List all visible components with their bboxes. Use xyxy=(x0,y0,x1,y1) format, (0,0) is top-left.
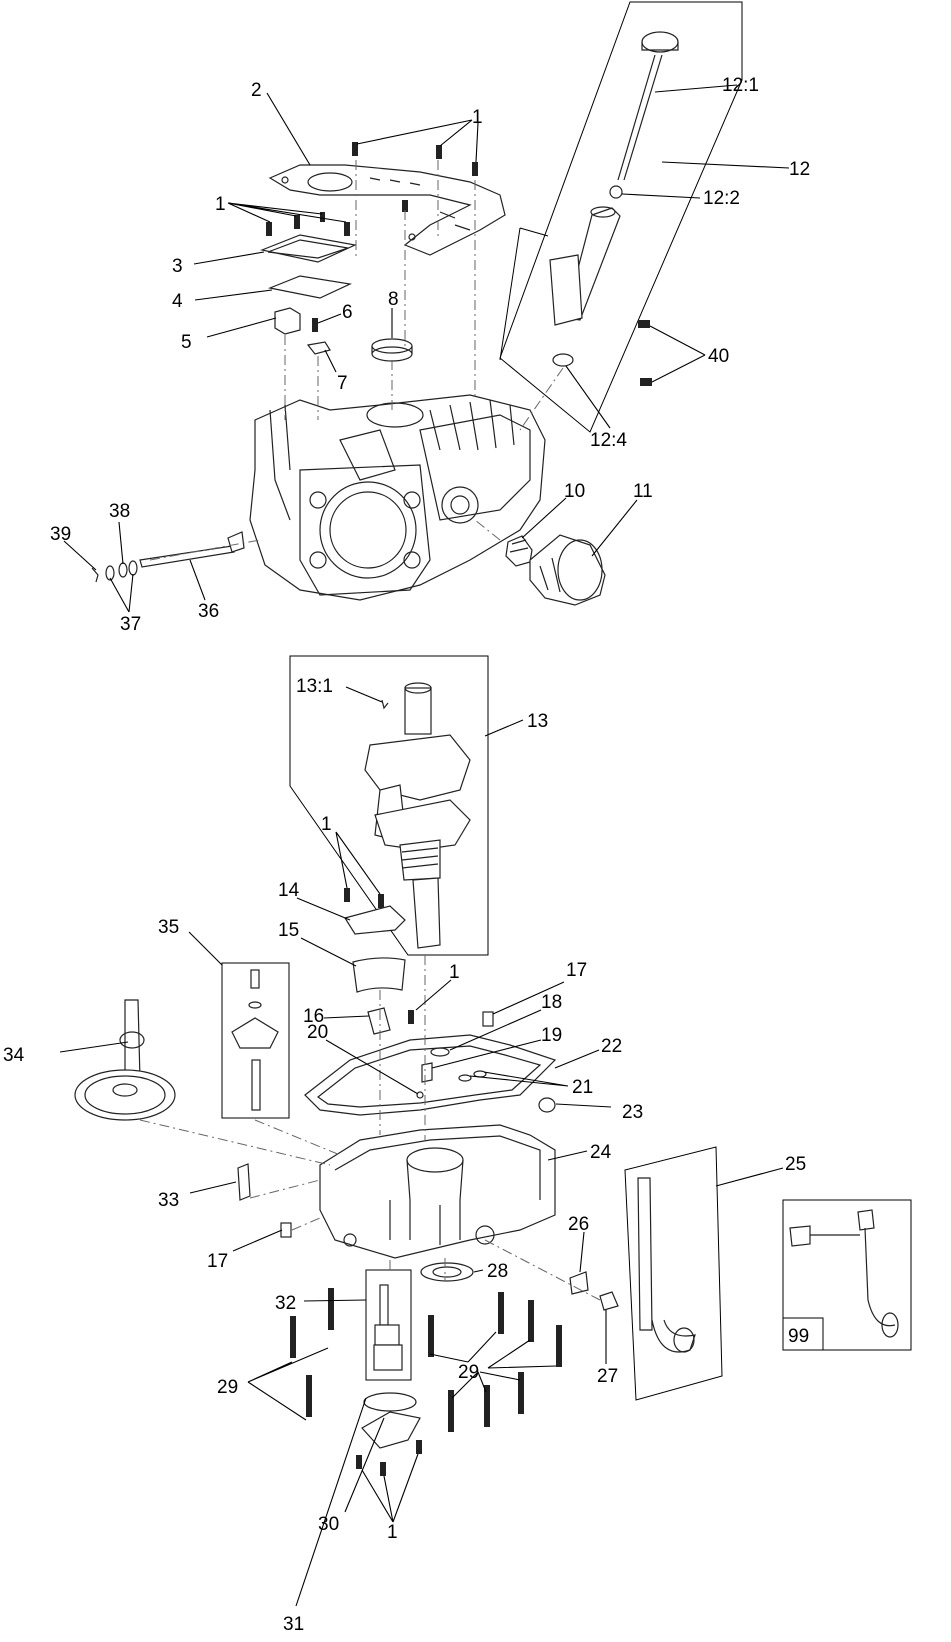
callout-99: 99 xyxy=(788,1326,809,1347)
part-18-19-20-21 xyxy=(416,1047,487,1099)
callout-1: 1 xyxy=(449,962,460,983)
part-33-part xyxy=(237,1163,251,1201)
part-11-oil-filter xyxy=(529,534,606,606)
callout-13-1: 13:1 xyxy=(296,676,333,697)
part-25-tube-box xyxy=(624,1146,723,1401)
callout-19: 19 xyxy=(541,1025,562,1046)
callout-23: 23 xyxy=(622,1102,643,1123)
callout-27: 27 xyxy=(597,1366,618,1387)
part-37-38-39-washers xyxy=(91,560,138,583)
callout-4: 4 xyxy=(172,291,183,312)
callout-37: 37 xyxy=(120,614,141,635)
part-34-camshaft xyxy=(74,999,176,1121)
callout-12-1: 12:1 xyxy=(722,75,759,96)
part-23-plug xyxy=(538,1097,556,1113)
part-35-governor-box xyxy=(221,962,290,1119)
callout-15: 15 xyxy=(278,920,299,941)
part-4-gasket xyxy=(267,275,353,299)
leader-lines xyxy=(59,84,790,1607)
part-36-shaft xyxy=(139,531,245,568)
part-32-pump-box xyxy=(365,1269,412,1381)
callout-26: 26 xyxy=(568,1214,589,1235)
part-6-screw xyxy=(312,318,318,332)
callout-36: 36 xyxy=(198,601,219,622)
callout-1: 1 xyxy=(387,1522,398,1543)
part-1-bolts-upper xyxy=(266,142,478,236)
part-99-inset-box xyxy=(782,1199,912,1351)
part-14-plate xyxy=(344,888,406,935)
callout-1: 1 xyxy=(321,814,332,835)
callout-28: 28 xyxy=(487,1261,508,1282)
callout-1: 1 xyxy=(215,194,226,215)
callout-40: 40 xyxy=(708,346,729,367)
part-17-dowel xyxy=(482,1011,494,1027)
part-3-cover xyxy=(259,234,357,263)
part-28-seal xyxy=(420,1262,474,1282)
callout-2: 2 xyxy=(251,80,262,101)
part-10-fitting xyxy=(505,535,533,567)
callout-31: 31 xyxy=(283,1614,304,1635)
assembly-lines-lower xyxy=(139,955,601,1301)
callout-20: 20 xyxy=(307,1022,328,1043)
callout-8: 8 xyxy=(388,289,399,310)
callout-21: 21 xyxy=(572,1077,593,1098)
part-27-clamp xyxy=(599,1291,619,1311)
callout-39: 39 xyxy=(50,524,71,545)
callout-17: 17 xyxy=(566,960,587,981)
callout-10: 10 xyxy=(564,481,585,502)
part-12-dipstick-box xyxy=(499,1,743,433)
part-30-plate xyxy=(356,1411,422,1476)
callout-12-4: 12:4 xyxy=(590,430,627,451)
part-16-sensor xyxy=(367,1007,414,1035)
part-31-o-ring xyxy=(363,1392,417,1412)
callout-12: 12 xyxy=(789,159,810,180)
assembly-lines-upper xyxy=(149,160,564,561)
callout-7: 7 xyxy=(337,373,348,394)
callout-1: 1 xyxy=(472,107,483,128)
callout-33: 33 xyxy=(158,1190,179,1211)
callout-35: 35 xyxy=(158,917,179,938)
callout-17: 17 xyxy=(207,1251,228,1272)
callout-16: 16 xyxy=(303,1006,324,1027)
callout-12-2: 12:2 xyxy=(703,188,740,209)
callout-34: 34 xyxy=(3,1045,25,1066)
callout-6: 6 xyxy=(342,302,353,323)
callout-3: 3 xyxy=(172,256,183,277)
callout-30: 30 xyxy=(318,1514,339,1535)
callout-14: 14 xyxy=(278,880,300,901)
part-29-bolts xyxy=(290,1288,562,1432)
part-8-seal xyxy=(371,338,413,362)
callout-labels: 1 1 1 1 1 2 3 4 5 6 7 8 10 11 12 12:1 12… xyxy=(3,75,810,1635)
callout-29: 29 xyxy=(458,1362,479,1383)
part-24-sump xyxy=(319,1124,556,1259)
part-22-gasket xyxy=(304,1034,557,1116)
callout-25: 25 xyxy=(785,1154,806,1175)
callout-24: 24 xyxy=(590,1142,612,1163)
part-15-shield xyxy=(352,957,406,993)
callout-32: 32 xyxy=(275,1293,296,1314)
callout-38: 38 xyxy=(109,501,130,522)
part-13-crankshaft-box xyxy=(289,655,489,956)
part-26-fitting xyxy=(569,1271,589,1295)
part-17-dowel-left xyxy=(280,1222,292,1238)
callout-11: 11 xyxy=(633,481,653,502)
callout-5: 5 xyxy=(181,332,192,353)
callout-18: 18 xyxy=(541,992,562,1013)
part-2-bracket xyxy=(268,164,506,256)
part-7-clip xyxy=(306,341,331,355)
part-5-block xyxy=(274,307,301,335)
callout-13: 13 xyxy=(527,711,548,732)
callout-22: 22 xyxy=(601,1036,622,1057)
engine-block xyxy=(249,394,546,601)
callout-29: 29 xyxy=(217,1377,238,1398)
